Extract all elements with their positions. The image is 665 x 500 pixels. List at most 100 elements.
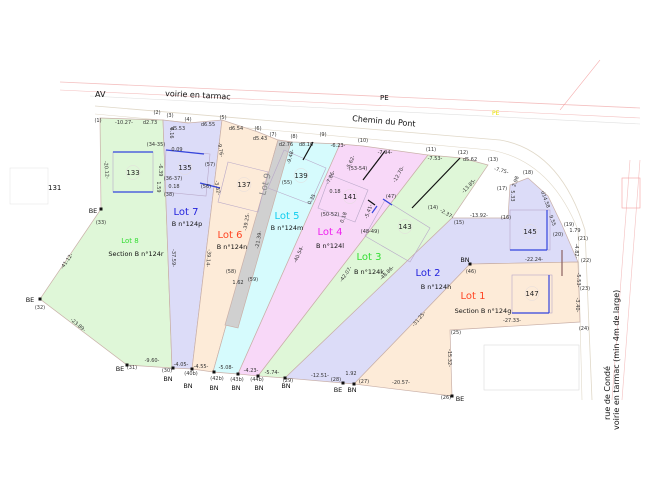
point-label: (43b) — [230, 377, 243, 383]
building-number-139: 139 — [294, 172, 307, 180]
dimension-label: -27.33- — [503, 318, 521, 324]
point-label: (25) — [451, 330, 461, 336]
point-label: (50-52) — [321, 212, 339, 218]
dimension-label: -7.53- — [428, 156, 443, 162]
dimension-label: -5.41- — [364, 204, 375, 220]
point-label: (55) — [282, 180, 292, 186]
point-label: (34-35) — [147, 142, 165, 148]
building-circle — [397, 219, 413, 234]
point-label: (57) — [205, 162, 215, 168]
label-voirie-top: voirie en tarmac — [165, 89, 231, 101]
point-label: (56) — [201, 184, 211, 190]
lot-label-4: Lot 4 — [318, 227, 343, 238]
point-label: (28) — [331, 377, 341, 383]
lot-section-7: B n°124p — [172, 220, 202, 228]
marker-label-be: BE — [456, 395, 465, 403]
point-label: (19) — [564, 222, 574, 228]
dimension-label: -13.92- — [470, 213, 488, 219]
marker-label-bn: BN — [281, 382, 290, 390]
point-label: (6) — [254, 126, 261, 132]
point-label: (12) — [458, 150, 468, 156]
point-label: (47) — [386, 194, 396, 200]
dimension-label: -21.39- — [255, 230, 264, 249]
point-label: (21) — [578, 236, 588, 242]
dimension-label: 5.33 — [509, 190, 515, 201]
dimension-label: d5.43 — [253, 136, 267, 142]
point-label: (2) — [153, 110, 160, 116]
point-label: (31) — [127, 365, 137, 371]
dimension-label: -3.32- — [213, 180, 222, 196]
plan-annotations: (1)(2)(3)(4)(5)(6)(7)(8)(9)(10)(11)(12)(… — [26, 110, 591, 403]
lot-9-area[interactable] — [224, 139, 292, 329]
boundary-marker — [468, 262, 472, 266]
dimension-label: 1.59 — [155, 181, 161, 192]
dimension-label: 0.35 — [307, 193, 318, 206]
lot-section-6: B n°124n — [217, 243, 247, 251]
building-number-147: 147 — [525, 290, 538, 298]
point-label: (32) — [35, 305, 45, 311]
marker-label-bn: BN — [231, 384, 240, 392]
lot-label-5: Lot 5 — [275, 211, 300, 222]
dimension-label: -10.27- — [115, 120, 133, 126]
point-label: (59) — [248, 277, 258, 283]
dimension-label: 9.55 — [547, 214, 556, 227]
dimension-label: -3.40- — [574, 298, 580, 313]
building-circle — [293, 168, 309, 183]
lot-section-2: B n°124h — [421, 283, 451, 291]
boundary-marker — [99, 207, 103, 211]
dimension-label: 0.18 — [339, 211, 348, 224]
marker-label-bn: BN — [347, 386, 356, 394]
lot-label-3: Lot 3 — [357, 252, 382, 263]
boundary-marker — [38, 297, 42, 301]
point-label: (44b) — [250, 377, 263, 383]
point-label: (1) — [94, 118, 101, 124]
lot-label-1: Lot 1 — [461, 291, 486, 302]
point-label: (11) — [426, 147, 436, 153]
marker-label-bn: BN — [209, 384, 218, 392]
point-label: (8) — [290, 134, 297, 140]
dimension-label: -9.60- — [145, 358, 160, 364]
point-label: (22) — [581, 258, 591, 264]
dimension-label: -6.23- — [331, 143, 346, 149]
boundary-marker — [125, 363, 129, 367]
dimension-label: -12.51- — [311, 373, 329, 379]
boundary-marker — [190, 367, 194, 371]
dimension-label: -4.23- — [244, 368, 259, 374]
building-number-141: 141 — [343, 193, 356, 201]
label-rue-de-conde: rue de Condé — [602, 366, 612, 420]
point-label: (4) — [184, 117, 191, 123]
dimension-label: d2.73 — [143, 120, 157, 126]
marker-label-bn: BN — [460, 256, 469, 264]
point-label: (15) — [454, 220, 464, 226]
dimension-label: -7.94- — [378, 150, 393, 156]
point-label: (42b) — [210, 376, 223, 382]
point-label: (46) — [466, 269, 476, 275]
dimension-label: d14.58 — [539, 190, 551, 208]
point-label: (36-37) — [164, 176, 182, 182]
point-label: (27) — [359, 379, 369, 385]
marker-label-bn: BN — [183, 382, 192, 390]
road-lines — [9, 59, 641, 401]
building-circle — [125, 165, 141, 180]
dimension-label: d6.55 — [201, 122, 215, 128]
lot-section-3: B n°124k — [354, 268, 384, 276]
lot-2-area[interactable] — [284, 177, 579, 385]
point-label: (53-54) — [349, 166, 367, 172]
dimension-label: -5.08- — [219, 365, 234, 371]
dimension-label: -9.48- — [286, 149, 296, 165]
lot-8-area[interactable] — [39, 117, 173, 369]
point-label: (10) — [358, 138, 368, 144]
building-circle — [524, 286, 540, 301]
marker-label-bn: BN — [254, 384, 263, 392]
dimension-label: d6.54 — [229, 126, 243, 132]
marker-label-be: BE — [116, 365, 125, 373]
building-circle — [522, 224, 538, 239]
parcel-131: 131 — [48, 184, 61, 192]
point-label: (7) — [269, 132, 276, 138]
dimension-label: d5.62 — [463, 157, 477, 163]
dimension-label: 0.18 — [168, 184, 179, 190]
dimension-label: -7.75- — [493, 166, 509, 176]
lot-section-8: Section B n°124r — [108, 250, 164, 258]
dimension-label: -9.76- — [216, 142, 225, 158]
